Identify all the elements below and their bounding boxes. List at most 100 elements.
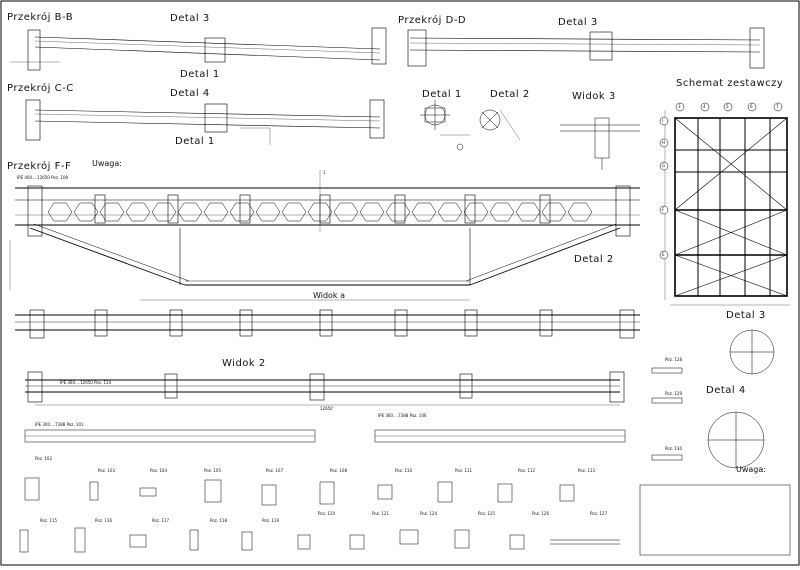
grid-col-4: 4: [703, 104, 706, 109]
hex-opening: [307, 202, 333, 222]
label-poz-124: Poz. 124: [420, 511, 437, 516]
hex-opening: [489, 202, 515, 222]
widok-a: [15, 309, 640, 339]
label-poz-105: Poz. 105: [204, 468, 221, 473]
hex-opening: [463, 202, 489, 222]
truss-ff: [9, 170, 640, 301]
label-poz-119: Poz. 119: [262, 518, 279, 523]
uwaga-left: Uwaga:: [92, 159, 122, 168]
label-poz-109: IPE 400....12650 Poz. 109: [17, 175, 69, 180]
title-widok-a: Widok a: [313, 291, 346, 300]
title-detal-3-right: Detal 3: [726, 310, 766, 321]
grid-row-g: G: [662, 163, 666, 168]
section-cc: [25, 99, 385, 145]
hex-opening: [203, 202, 229, 222]
label-poz-101: IPE 300....7388 Poz. 101: [35, 422, 84, 427]
title-widok-2: Widok 2: [222, 358, 266, 369]
detal-2-small: [456, 109, 521, 151]
parts-long-beams: [24, 429, 626, 443]
title-przekroj-ff: Przekrój F-F: [7, 161, 72, 172]
right-small-parts: [651, 367, 683, 461]
grid-col-7: 7: [776, 104, 779, 109]
title-detal-4-right: Detal 4: [706, 385, 746, 396]
title-detal-1-top: Detal 1: [180, 69, 220, 80]
title-detal-1-mid: Detal 1: [175, 136, 215, 147]
label-poz-102: Poz. 102: [35, 456, 52, 461]
hex-opening: [255, 202, 281, 222]
label-poz-106: IPE 360....7388 Poz. 106: [378, 413, 427, 418]
castellated-openings: [47, 202, 593, 222]
title-przekroj-bb: Przekrój B-B: [7, 12, 74, 23]
hex-opening: [99, 202, 125, 222]
label-poz-129: Poz. 129: [665, 391, 682, 396]
hex-opening: [151, 202, 177, 222]
parts-plates: [19, 477, 791, 556]
label-poz-107: Poz. 107: [266, 468, 283, 473]
label-poz-130: Poz. 130: [665, 446, 682, 451]
label-dim-1: 1: [323, 170, 326, 175]
label-poz-121: Poz. 121: [372, 511, 389, 516]
title-detal-2-small: Detal 2: [490, 89, 530, 100]
title-detal-2-truss: Detal 2: [574, 254, 614, 265]
grid-col-6: 6: [750, 104, 753, 109]
hex-opening: [281, 202, 307, 222]
label-poz-118: Poz. 118: [210, 518, 227, 523]
label-poz-112: Poz. 112: [518, 468, 535, 473]
hex-opening: [515, 202, 541, 222]
label-poz-104: Poz. 104: [150, 468, 167, 473]
grid-row-i: I: [662, 118, 664, 123]
label-poz-111: Poz. 111: [455, 468, 472, 473]
title-detal-3-top-right: Detal 3: [558, 17, 598, 28]
hex-opening: [359, 202, 385, 222]
hex-opening: [125, 202, 151, 222]
label-poz-126: Poz. 126: [532, 511, 549, 516]
hex-opening: [541, 202, 567, 222]
detal-3-right: [729, 329, 775, 375]
grid-row-h: H: [662, 140, 666, 145]
label-poz-117: Poz. 117: [152, 518, 169, 523]
grid-col-5: 5: [726, 104, 729, 109]
title-detal-1-small: Detal 1: [422, 89, 462, 100]
title-detal-3-top: Detal 3: [170, 13, 210, 24]
hex-opening: [411, 202, 437, 222]
widok-3: [560, 117, 640, 170]
hex-opening: [177, 202, 203, 222]
uwaga-right: Uwaga:: [736, 465, 766, 474]
label-poz-110: Poz. 110: [395, 468, 412, 473]
label-dim-total: 12650: [320, 406, 333, 411]
detal-4-right: [707, 411, 765, 469]
label-poz-127: Poz. 127: [590, 511, 607, 516]
schemat-row-bubbles: [659, 116, 669, 260]
hex-opening: [333, 202, 359, 222]
section-dd: [407, 27, 765, 69]
title-detal-4-mid: Detal 4: [170, 88, 210, 99]
hex-opening: [567, 202, 593, 222]
widok-2: [25, 371, 625, 406]
section-bb: [10, 27, 387, 71]
hex-opening: [437, 202, 463, 222]
label-poz-116: Poz. 116: [95, 518, 112, 523]
hex-opening: [385, 202, 411, 222]
detal-1-small: [420, 100, 470, 136]
hex-opening: [47, 202, 73, 222]
title-przekroj-cc: Przekrój C-C: [7, 83, 74, 94]
label-poz-114: IPE 360....12650 Poz. 114: [60, 380, 112, 385]
truss-stiffeners: [94, 194, 551, 224]
grid-col-3: 3: [678, 104, 681, 109]
grid-row-f: F: [662, 207, 665, 212]
title-schemat: Schemat zestawczy: [676, 78, 784, 89]
label-poz-128: Poz. 128: [665, 357, 682, 362]
label-poz-108: Poz. 108: [330, 468, 347, 473]
hex-opening: [229, 202, 255, 222]
title-przekroj-dd: Przekrój D-D: [398, 15, 467, 26]
schemat-col-bubbles: [675, 102, 783, 112]
grid-row-e: E: [662, 252, 665, 257]
label-poz-113: Poz. 113: [578, 468, 595, 473]
label-poz-120: Poz. 120: [318, 511, 335, 516]
hex-opening: [73, 202, 99, 222]
label-poz-125: Poz. 125: [478, 511, 495, 516]
title-widok-3: Widok 3: [572, 91, 616, 102]
